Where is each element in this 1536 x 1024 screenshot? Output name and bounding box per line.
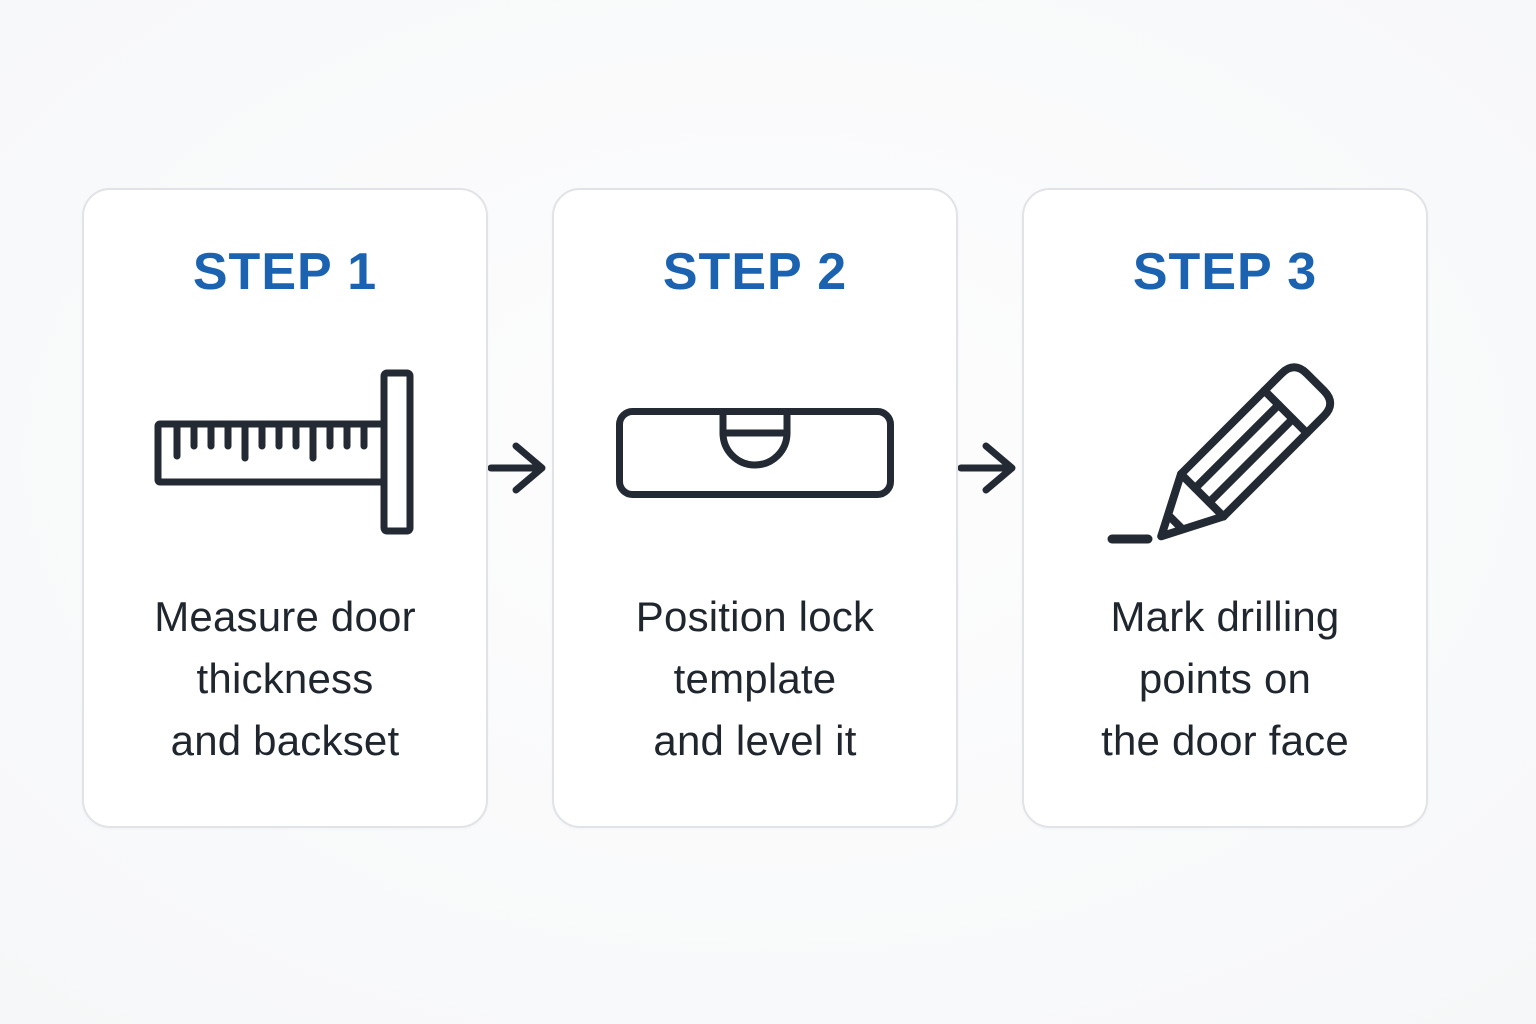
step-1-description-line: thickness [196, 655, 374, 702]
step-3-icon-box [1024, 334, 1426, 572]
step-2-description-line: Position lock [635, 593, 875, 640]
step-1-description-line: Measure door [154, 593, 416, 640]
step-2-description-line: and level it [653, 717, 857, 764]
step-3-description-line: Mark drilling [1110, 593, 1340, 640]
step-card-2: STEP 2 Position lock template and level … [552, 188, 958, 828]
step-3-label: STEP 3 [1132, 243, 1318, 301]
step-2-label: STEP 2 [662, 243, 848, 301]
step-card-1: STEP 1 [82, 188, 488, 828]
step-1-description-line: and backset [170, 717, 400, 764]
ruler-icon [154, 369, 414, 535]
step-separator-1 [488, 188, 552, 494]
arrow-right-icon [488, 442, 546, 494]
step-card-3: STEP 3 Mark drilling points on [1022, 188, 1428, 828]
step-3-description-line: the door face [1101, 717, 1349, 764]
step-1-label: STEP 1 [192, 243, 378, 301]
step-3-description: Mark drilling points on the door face [1101, 586, 1349, 772]
step-1-description: Measure door thickness and backset [154, 586, 416, 772]
arrow-right-icon [958, 442, 1016, 494]
steps-row: STEP 1 [82, 188, 1428, 828]
step-3-description-line: points on [1138, 655, 1312, 702]
level-icon [616, 408, 894, 498]
step-2-icon-box [554, 334, 956, 572]
pencil-icon [1107, 363, 1335, 544]
step-1-icon-box [84, 334, 486, 572]
step-2-description: Position lock template and level it [636, 586, 874, 772]
step-2-description-line: template [673, 655, 837, 702]
step-separator-2 [958, 188, 1022, 494]
